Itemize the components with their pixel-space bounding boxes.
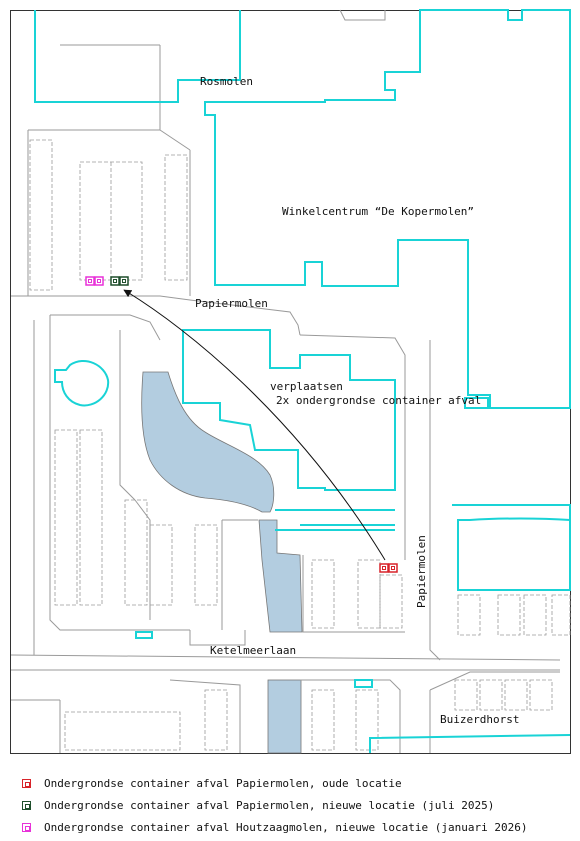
kiosk-bottom (354, 679, 373, 688)
parking-layer (29, 139, 571, 751)
kiosk-right (464, 397, 489, 409)
label-buizerdhorst: Buizerdhorst (440, 713, 519, 726)
legend-label: Ondergrondse container afval Papiermolen… (44, 776, 402, 790)
building-top-left (34, 10, 241, 103)
papiermolen-new-containers (110, 276, 129, 286)
papiermolen-old-containers (379, 563, 398, 573)
relocation-arrow (123, 289, 386, 561)
canal-lower (267, 679, 302, 754)
container-darkgreen-icon (22, 800, 31, 810)
kiosk-left (135, 631, 153, 639)
legend-item-old-location: Ondergrondse container afval Papiermolen… (22, 772, 527, 794)
pond-main (141, 371, 275, 513)
legend-label: Ondergrondse container afval Papiermolen… (44, 798, 495, 812)
label-annotation-line2: 2x ondergrondse container afval (276, 394, 481, 407)
legend-item-new-location: Ondergrondse container afval Papiermolen… (22, 794, 527, 816)
legend-item-houtzaagmolen: Ondergrondse container afval Houtzaagmol… (22, 816, 527, 838)
building-center (182, 329, 396, 491)
label-ketelmeerlaan: Ketelmeerlaan (210, 644, 296, 657)
building-bottom-right (369, 734, 571, 753)
water-layer (141, 371, 303, 754)
map-legend: Ondergrondse container afval Papiermolen… (22, 772, 527, 838)
label-papiermolen-right: Papiermolen (415, 535, 428, 608)
container-red-icon (22, 778, 31, 788)
roundabout (54, 360, 110, 407)
building-layer (34, 9, 571, 753)
legend-label: Ondergrondse container afval Houtzaagmol… (44, 820, 528, 834)
building-winkelcentrum (204, 9, 571, 409)
container-markers (85, 276, 398, 573)
label-annotation-line1: verplaatsen (270, 380, 343, 393)
label-rosmolen: Rosmolen (200, 75, 253, 88)
road-layer (10, 9, 561, 753)
label-winkelcentrum: Winkelcentrum “De Kopermolen” (282, 205, 474, 218)
canal-upper (258, 519, 303, 633)
houtzaagmolen-containers (85, 276, 104, 286)
label-papiermolen-top: Papiermolen (195, 297, 268, 310)
container-magenta-icon (22, 822, 31, 832)
building-right (452, 504, 571, 591)
